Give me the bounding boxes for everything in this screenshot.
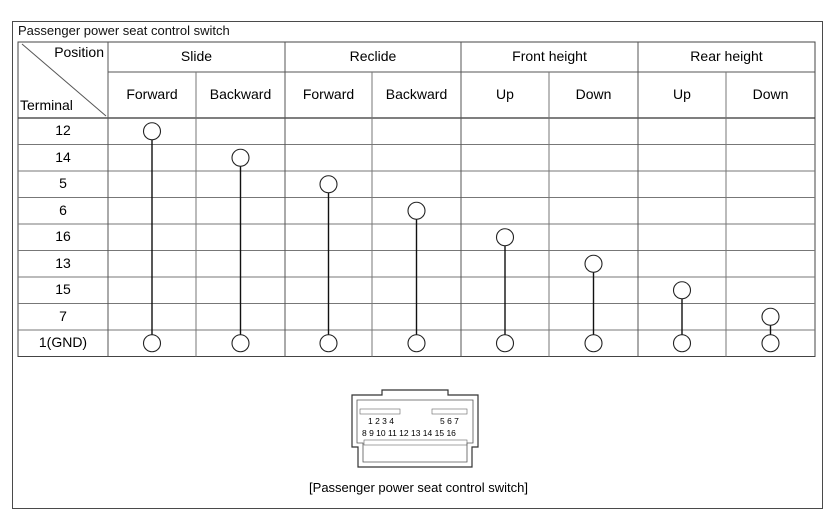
subheader: Up <box>673 86 691 102</box>
figure-caption: [Passenger power seat control switch] <box>309 480 528 495</box>
terminal-label: 12 <box>55 122 71 139</box>
group-header: Front height <box>512 48 587 64</box>
terminal-label: 1(GND) <box>38 334 88 351</box>
continuity-ground-circle <box>231 334 250 353</box>
terminal-label: 5 <box>59 175 67 192</box>
terminal-label: 13 <box>55 254 71 271</box>
table-border <box>17 41 816 357</box>
continuity-ground-circle <box>319 334 338 353</box>
terminal-label: 16 <box>55 228 71 245</box>
subheader: Up <box>496 86 514 102</box>
subheader: Down <box>752 86 789 102</box>
terminal-label: 14 <box>55 148 71 165</box>
continuity-ground-circle <box>495 334 515 353</box>
continuity-start-circle <box>231 148 250 167</box>
connector-top-right-pins: 5 6 7 <box>440 416 459 426</box>
continuity-ground-circle <box>672 334 692 353</box>
subheader: Forward <box>302 86 355 102</box>
connector-top-left-pins: 1 2 3 4 <box>368 416 394 426</box>
terminal-label: 15 <box>55 281 71 298</box>
continuity-start-circle <box>672 281 692 300</box>
subheader: Backward <box>209 86 272 102</box>
document-frame <box>12 21 823 509</box>
terminal-label: 7 <box>59 307 67 324</box>
group-header: Rear height <box>690 48 763 64</box>
group-header: Reclide <box>349 48 397 64</box>
group-header: Slide <box>180 48 213 64</box>
continuity-start-circle <box>142 122 162 141</box>
corner-diagonal <box>21 43 107 117</box>
subheader: Forward <box>126 86 178 102</box>
continuity-ground-circle <box>407 334 426 353</box>
document-title: Passenger power seat control switch <box>18 23 230 38</box>
continuity-ground-circle <box>761 334 780 353</box>
subheader: Down <box>575 86 612 102</box>
terminal-label: 6 <box>59 201 67 218</box>
continuity-start-circle <box>761 307 780 326</box>
continuity-start-circle <box>319 175 338 194</box>
corner-label-terminal: Terminal <box>20 97 73 113</box>
subheader: Backward <box>385 86 448 102</box>
continuity-ground-circle <box>142 334 162 353</box>
continuity-start-circle <box>495 228 515 247</box>
connector-diagram: 1 2 3 4 5 6 7 8 9 10 11 12 13 14 15 16 <box>351 389 479 468</box>
continuity-start-circle <box>407 201 426 220</box>
continuity-ground-circle <box>584 334 603 353</box>
continuity-start-circle <box>584 254 603 273</box>
connector-bottom-pins: 8 9 10 11 12 13 14 15 16 <box>362 428 456 438</box>
corner-label-position: Position <box>54 44 104 60</box>
